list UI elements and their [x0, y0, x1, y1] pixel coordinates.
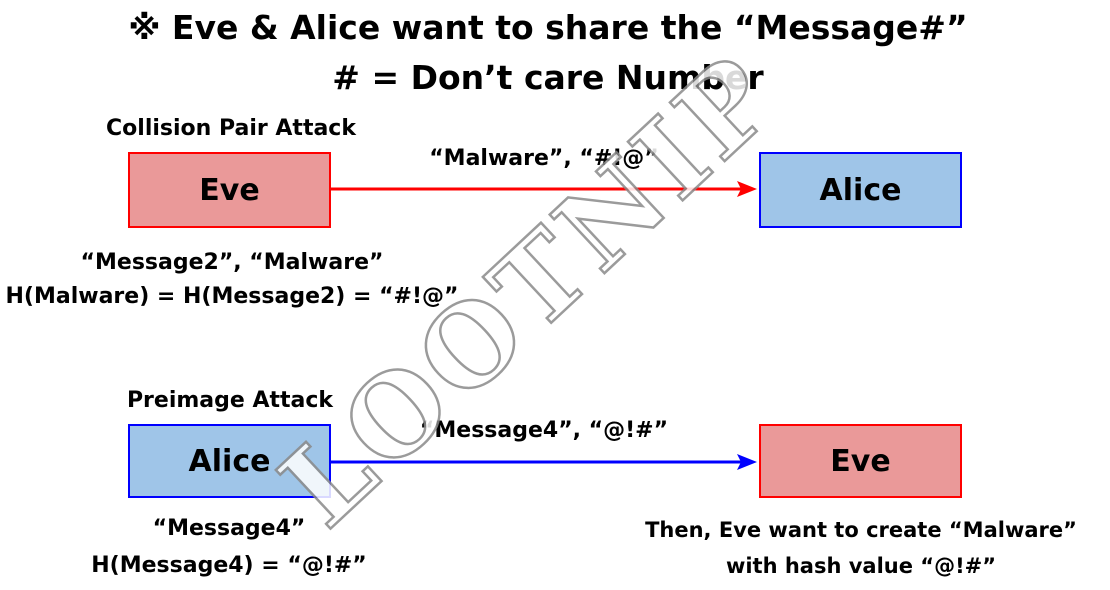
preimage-heading: Preimage Attack: [126, 388, 334, 413]
preimage-alice-box: Alice: [128, 424, 331, 498]
collision-arrow-head: [737, 181, 757, 197]
collision-heading: Collision Pair Attack: [106, 116, 356, 141]
preimage-note-line-2: H(Message4) = “@!#”: [91, 553, 367, 578]
preimage-right-note-line-2: with hash value “@!#”: [725, 554, 997, 578]
collision-alice-box: Alice: [759, 152, 962, 228]
collision-note-line-2: H(Malware) = H(Message2) = “#!@”: [5, 284, 459, 309]
preimage-arrow-label: “Message4”, “@!#”: [419, 418, 669, 443]
preimage-arrow-head: [737, 454, 757, 470]
collision-arrow-label: “Malware”, “#!@”: [429, 146, 659, 171]
collision-note-line-1: “Message2”, “Malware”: [80, 250, 384, 275]
preimage-note-line-1: “Message4”: [152, 516, 306, 541]
title-line-2: # = Don’t care Number: [332, 58, 764, 97]
preimage-eve-box: Eve: [759, 424, 962, 498]
preimage-right-note-line-1: Then, Eve want to create “Malware”: [645, 518, 1077, 542]
title-line-1: ※ Eve & Alice want to share the “Message…: [128, 8, 968, 47]
collision-eve-box: Eve: [128, 152, 331, 228]
